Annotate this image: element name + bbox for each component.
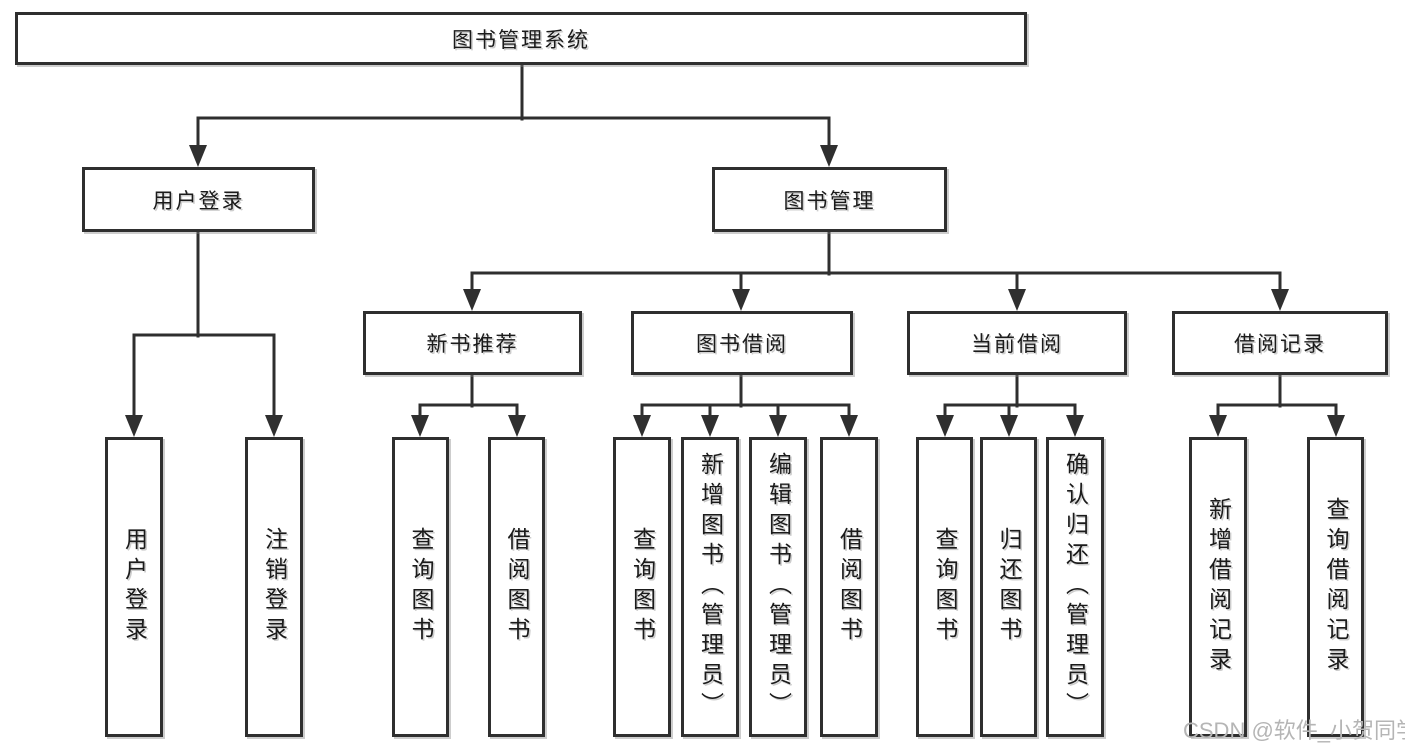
arrow-head — [1008, 289, 1026, 311]
node-label: 查询图书 — [932, 527, 958, 647]
leaf-query-borrow-record: 查询借阅记录 — [1307, 437, 1364, 737]
node-label: 借阅图书 — [504, 527, 530, 647]
arrow-head — [189, 145, 207, 167]
leaf-return-books: 归还图书 — [980, 437, 1037, 737]
node-borrowing-records: 借阅记录 — [1172, 311, 1388, 375]
leaf-borrow-books-borrowing: 借阅图书 — [820, 437, 878, 737]
leaf-confirm-return-admin: 确认归还（管理员） — [1046, 437, 1104, 737]
arrow-head — [411, 415, 429, 437]
node-user-login: 用户登录 — [82, 167, 315, 232]
node-book-borrowing: 图书借阅 — [631, 311, 853, 375]
node-label: 用户登录 — [121, 527, 148, 647]
arrow-head — [701, 415, 719, 437]
node-label: 编辑图书（管理员） — [765, 452, 792, 722]
arrow-head — [840, 415, 858, 437]
arrow-head — [508, 415, 526, 437]
arrow-head — [265, 415, 283, 437]
arrow-head — [1000, 415, 1018, 437]
node-current-borrowing: 当前借阅 — [907, 311, 1127, 375]
node-label: 查询借阅记录 — [1323, 497, 1349, 677]
leaf-add-book-admin: 新增图书（管理员） — [681, 437, 739, 737]
node-new-book-recommendation: 新书推荐 — [363, 311, 582, 375]
arrow-head — [732, 289, 750, 311]
leaf-user-login: 用户登录 — [105, 437, 163, 737]
node-label: 借阅图书 — [836, 527, 863, 647]
node-book-management: 图书管理 — [712, 167, 947, 232]
leaf-query-books-borrowing: 查询图书 — [613, 437, 671, 737]
watermark: CSDN @软件_小贺同学 — [1183, 718, 1405, 743]
arrow-head — [1271, 289, 1289, 311]
arrow-head — [1327, 415, 1345, 437]
arrow-head — [1209, 415, 1227, 437]
leaf-query-books-recommend: 查询图书 — [392, 437, 449, 737]
arrow-head — [1066, 415, 1084, 437]
node-library-system: 图书管理系统 — [15, 12, 1027, 65]
arrow-head — [769, 415, 787, 437]
node-label: 用户登录 — [152, 189, 245, 213]
leaf-edit-book-admin: 编辑图书（管理员） — [749, 437, 807, 737]
arrow-head — [463, 289, 481, 311]
node-label: 图书管理系统 — [452, 28, 590, 52]
node-label: 查询图书 — [629, 527, 656, 647]
leaf-logout: 注销登录 — [245, 437, 303, 737]
arrow-head — [633, 415, 651, 437]
node-label: 查询图书 — [408, 527, 434, 647]
node-label: 借阅记录 — [1234, 333, 1326, 356]
node-label: 新增图书（管理员） — [697, 452, 724, 722]
node-label: 图书管理 — [783, 189, 876, 213]
arrow-head — [125, 415, 143, 437]
node-label: 确认归还（管理员） — [1062, 452, 1089, 722]
leaf-add-borrow-record: 新增借阅记录 — [1189, 437, 1247, 737]
arrow-head — [936, 415, 954, 437]
node-label: 图书借阅 — [696, 333, 788, 356]
node-label: 归还图书 — [996, 527, 1022, 647]
node-label: 新书推荐 — [426, 333, 519, 356]
node-label: 新增借阅记录 — [1205, 497, 1232, 677]
arrow-head — [820, 145, 838, 167]
leaf-borrow-books-recommend: 借阅图书 — [488, 437, 545, 737]
leaf-query-books-current: 查询图书 — [916, 437, 973, 737]
node-label: 当前借阅 — [971, 333, 1063, 356]
node-label: 注销登录 — [261, 527, 288, 647]
